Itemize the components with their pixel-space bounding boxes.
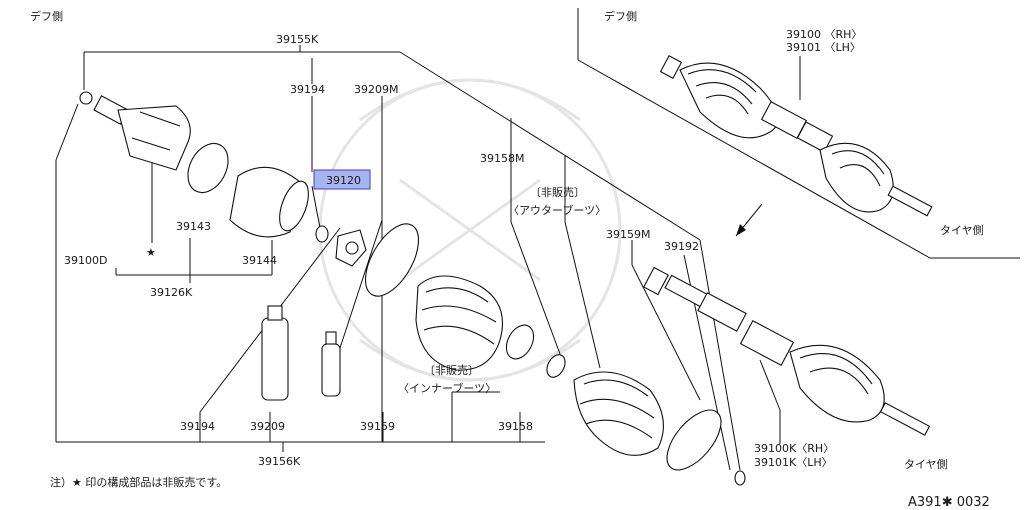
footnote: 注）★ 印の構成部品は非販売です。 [50, 475, 227, 489]
label-39144[interactable]: 39144 [242, 254, 277, 267]
label-not-sold-2: 〔非販売〕 [424, 364, 479, 377]
label-not-sold-1: 〔非販売〕 [530, 186, 585, 199]
label-39209m[interactable]: 39209M [354, 83, 398, 96]
direction-arrow [735, 203, 763, 237]
circlip-39192 [734, 470, 746, 486]
axle-assembly-top [659, 55, 933, 217]
outer-boot-band [666, 409, 722, 471]
snap-ring-39143 [187, 142, 229, 194]
label-39209[interactable]: 39209 [250, 420, 285, 433]
label-39155k[interactable]: 39155K [276, 33, 319, 46]
highlight-box-39120[interactable] [313, 169, 371, 190]
label-39101k-lh[interactable]: 39101K〈LH〉 [754, 456, 833, 469]
inner-boot [415, 275, 504, 371]
label-39159[interactable]: 39159 [360, 420, 395, 433]
label-tire-side-top: タイヤ側 [940, 224, 984, 237]
label-39100-rh[interactable]: 39100 〈RH〉 [786, 28, 862, 41]
leader-lines [55, 8, 1020, 471]
boot-band-39144 [229, 166, 309, 238]
spider-assembly-39120 [335, 229, 367, 267]
grease-tubes [261, 305, 341, 401]
label-diff-side-left: デフ側 [30, 9, 63, 23]
clip-ring [315, 225, 329, 243]
axle-assembly-bottom [643, 266, 931, 436]
inner-boot-band [364, 223, 420, 297]
small-band-39158 [505, 324, 566, 378]
label-tire-side-bottom: タイヤ側 [904, 458, 948, 471]
star-mark: ★ [146, 246, 156, 259]
diagram-code: A391✱ 0032 [908, 495, 990, 510]
label-39194-top[interactable]: 39194 [290, 83, 325, 96]
label-39100k-rh[interactable]: 39100K〈RH〉 [754, 442, 834, 455]
label-39192[interactable]: 39192 [664, 240, 699, 253]
label-inner-boot: 〈インナーブーツ〉 [398, 381, 496, 395]
label-39194-bottom[interactable]: 39194 [180, 420, 215, 433]
outer-boot [573, 371, 664, 456]
label-39100d[interactable]: 39100D [64, 254, 107, 267]
label-39156k[interactable]: 39156K [258, 455, 301, 468]
label-39120[interactable]: 39120 [326, 174, 361, 187]
label-39159m[interactable]: 39159M [606, 228, 650, 241]
label-39158m[interactable]: 39158M [480, 152, 524, 165]
label-39101-lh[interactable]: 39101 〈LH〉 [786, 41, 861, 54]
label-39158[interactable]: 39158 [498, 420, 533, 433]
label-outer-boot: 〈アウターブーツ〉 [508, 203, 606, 217]
label-39126k[interactable]: 39126K [150, 286, 193, 299]
label-39143[interactable]: 39143 [176, 220, 211, 233]
label-diff-side-right: デフ側 [604, 9, 637, 23]
tripod-housing [79, 91, 191, 171]
